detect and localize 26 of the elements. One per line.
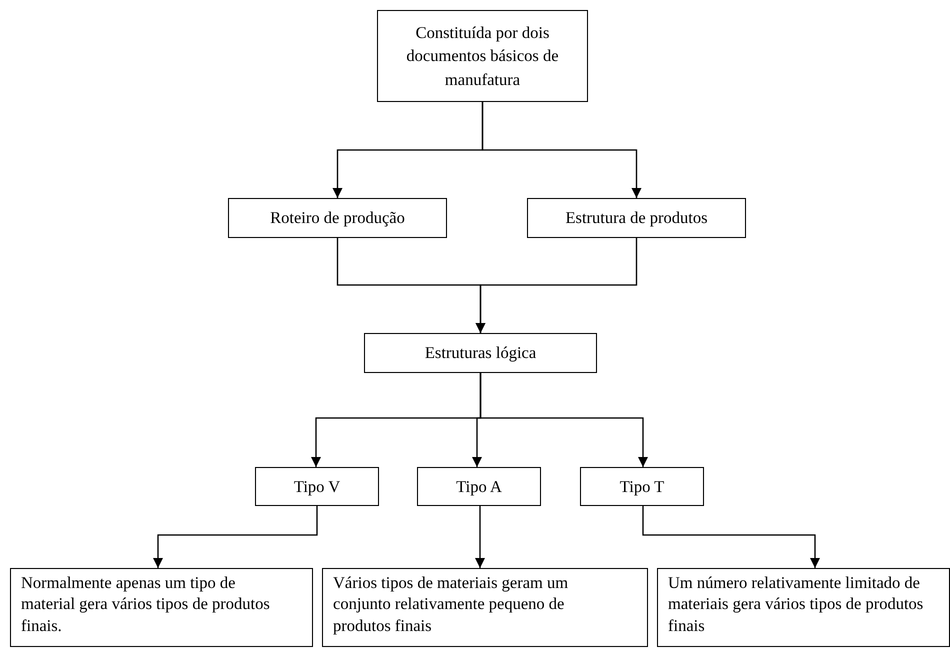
box-text: Roteiro de produção: [270, 207, 405, 230]
process-box: [527, 198, 746, 238]
process-box: [417, 467, 541, 506]
process-box: [255, 467, 379, 506]
arrow: [480, 373, 648, 467]
process-box: [228, 198, 447, 238]
box-text: Tipo V: [294, 476, 340, 498]
process-box: [657, 568, 950, 647]
arrow: [642, 506, 820, 568]
box-text: Estruturas lógica: [424, 342, 536, 364]
box-text: Estrutura de produtos: [565, 207, 708, 230]
process-box: [377, 10, 588, 102]
box-text: Tipo A: [456, 476, 502, 498]
process-box: [10, 568, 313, 647]
process-box: [580, 467, 704, 506]
arrow: [476, 238, 638, 333]
box-text: Tipo T: [620, 476, 664, 498]
arrow: [153, 506, 318, 568]
box-text: Normalmente apenas um tipo de material gera vários tipos de produtos finais.: [21, 572, 271, 636]
process-box: [364, 333, 597, 373]
box-text: Vários tipos de materiais geram um conjunto relativamente pequeno de produtos finais: [333, 572, 570, 636]
arrow: [482, 102, 642, 198]
box-text: Um número relativamente limitado de materiais gera vários tipos de produtos finais: [668, 572, 924, 636]
box-text: Constituída por dois documentos básicos de manufatura: [405, 22, 560, 91]
arrow: [475, 506, 485, 568]
process-box: [322, 568, 648, 647]
